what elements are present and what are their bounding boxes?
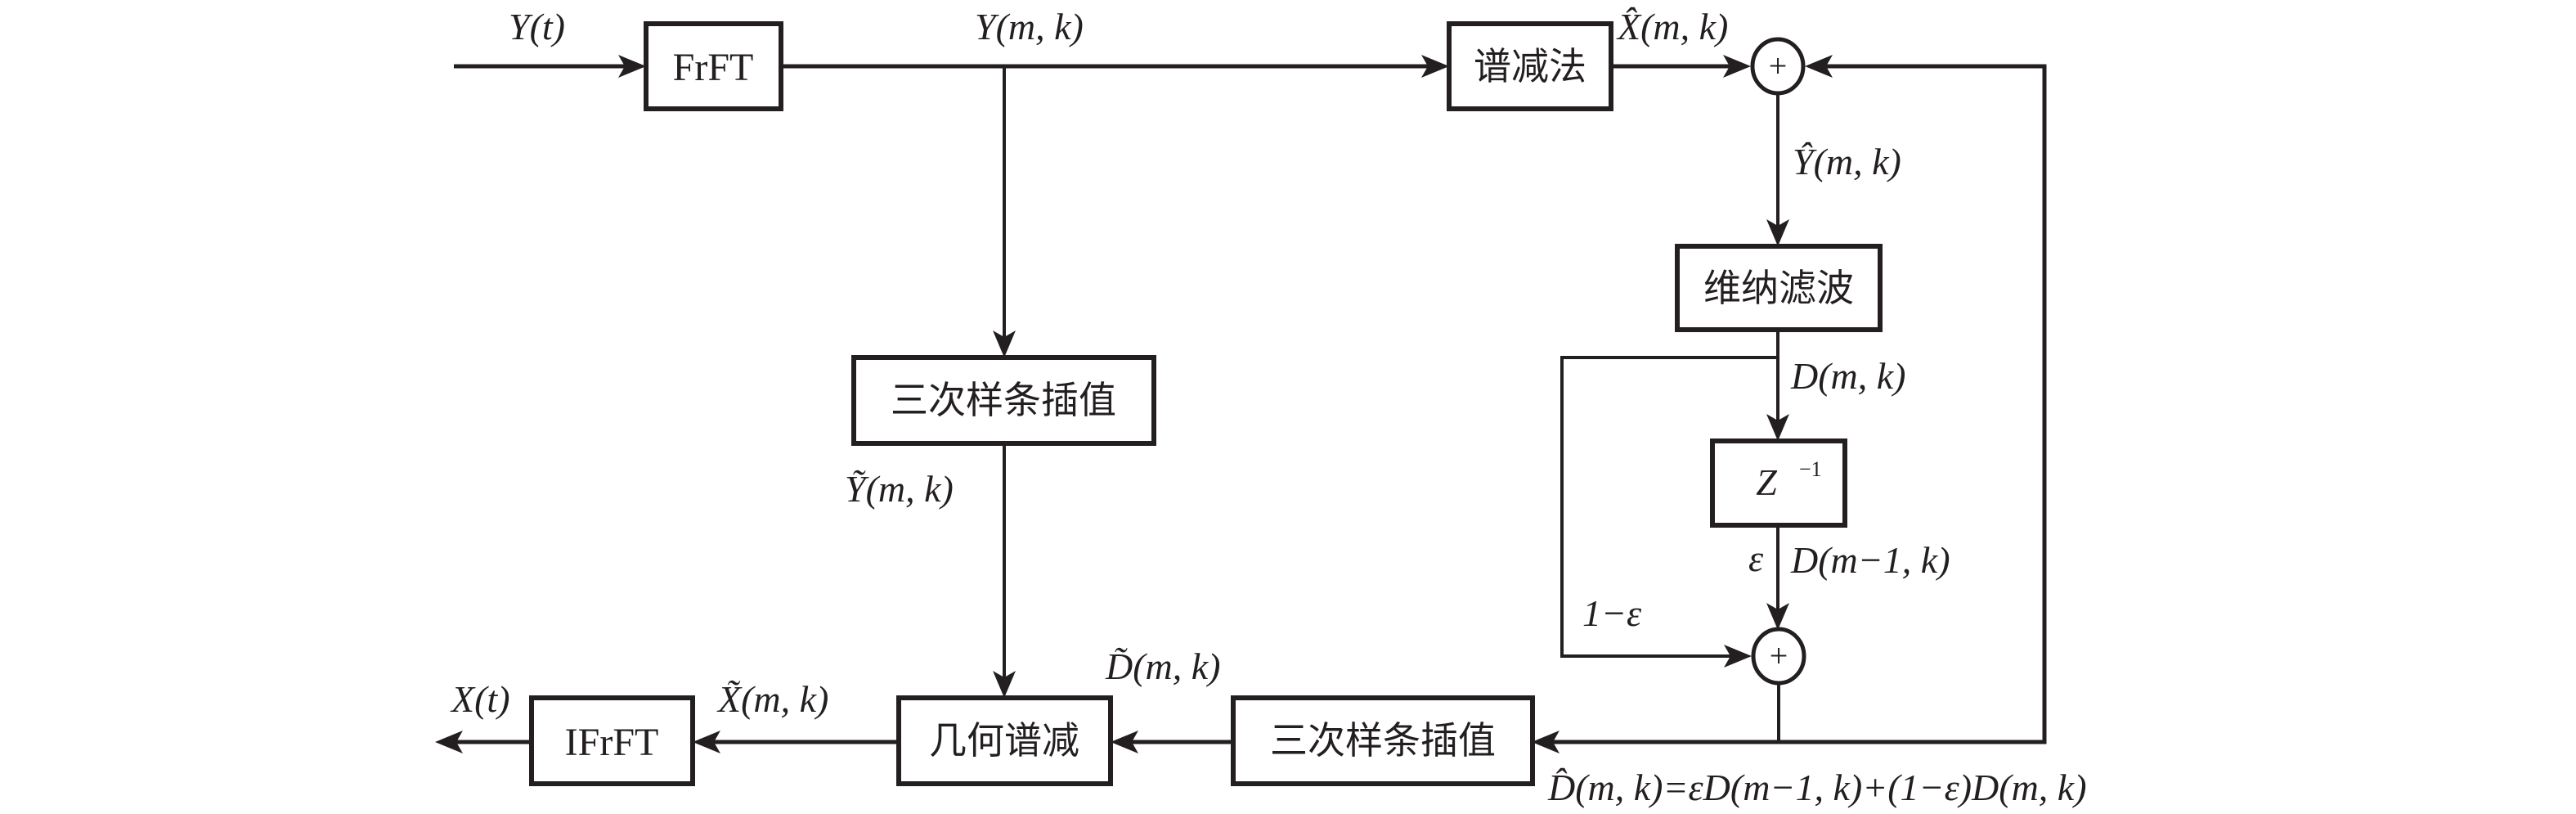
delay-exponent: −1 <box>1799 457 1822 481</box>
summer-bottom: + <box>1751 627 1806 686</box>
plus-icon: + <box>1770 637 1788 674</box>
label-ss-output: X̂(m, k) <box>1616 6 1728 47</box>
label-one-minus-epsilon: 1−ε <box>1582 592 1642 634</box>
spline-top-block: 三次样条插值 <box>851 355 1156 446</box>
label-sum-output: Ŷ(m, k) <box>1793 141 1901 182</box>
ifrft-block: IFrFT <box>529 695 695 786</box>
spline-bottom-block: 三次样条插值 <box>1231 695 1535 786</box>
spline-top-label: 三次样条插值 <box>891 378 1116 422</box>
label-delay-output: D(m−1, k) <box>1790 539 1950 581</box>
frft-block: FrFT <box>644 21 783 111</box>
arrow-into-sum-top-left <box>1723 55 1751 78</box>
wiener-filter-block: 维纳滤波 <box>1675 244 1883 332</box>
arrow-into-sum-bottom-left <box>1724 645 1752 668</box>
bypass-line <box>1560 356 1778 658</box>
arrow-into-sum-top-right <box>1805 55 1833 78</box>
delay-block: Z −1 <box>1710 438 1847 528</box>
feedback-line <box>1779 64 2047 744</box>
spectral-subtraction-block: 谱减法 <box>1447 21 1613 111</box>
plus-icon: + <box>1769 47 1788 84</box>
summer-top: + <box>1750 37 1806 96</box>
arrow-into-sum-bottom-top <box>1766 603 1789 630</box>
arrow-into-ifrft <box>693 731 720 753</box>
label-spline-bottom-output: D̃(m, k) <box>1105 645 1221 687</box>
label-wiener-output: D(m, k) <box>1790 355 1906 397</box>
frft-label: FrFT <box>673 46 754 89</box>
label-epsilon: ε <box>1748 537 1764 579</box>
arrow-into-ss <box>1421 55 1449 78</box>
arrow-into-geo-top <box>993 671 1016 698</box>
label-frft-output: Y(m, k) <box>975 6 1084 47</box>
arrow-into-delay <box>1766 414 1789 441</box>
label-geo-output: X̃(m, k) <box>716 678 828 720</box>
arrow-into-wiener <box>1766 219 1789 246</box>
ifrft-label: IFrFT <box>565 721 659 764</box>
geometric-subtraction-label: 几何谱减 <box>929 718 1079 762</box>
geometric-subtraction-block: 几何谱减 <box>896 695 1113 786</box>
spectral-subtraction-label: 谱减法 <box>1474 44 1586 88</box>
output-arrow <box>435 731 463 753</box>
arrow-into-geo-right <box>1111 731 1138 753</box>
label-output-signal: X(t) <box>450 678 510 720</box>
label-input-signal: Y(t) <box>509 6 565 47</box>
spline-bottom-label: 三次样条插值 <box>1270 718 1496 762</box>
arrow-into-spline-top <box>993 331 1016 358</box>
wiener-filter-label: 维纳滤波 <box>1703 266 1854 310</box>
arrow-into-spline-bottom <box>1532 731 1560 753</box>
label-noise-estimate-formula: D̂(m, k)=εD(m−1, k)+(1−ε)D(m, k) <box>1547 767 2087 808</box>
label-spline-top-output: Ỹ(m, k) <box>845 468 954 510</box>
arrow-into-frft <box>618 55 646 78</box>
delay-label: Z <box>1756 461 1777 503</box>
